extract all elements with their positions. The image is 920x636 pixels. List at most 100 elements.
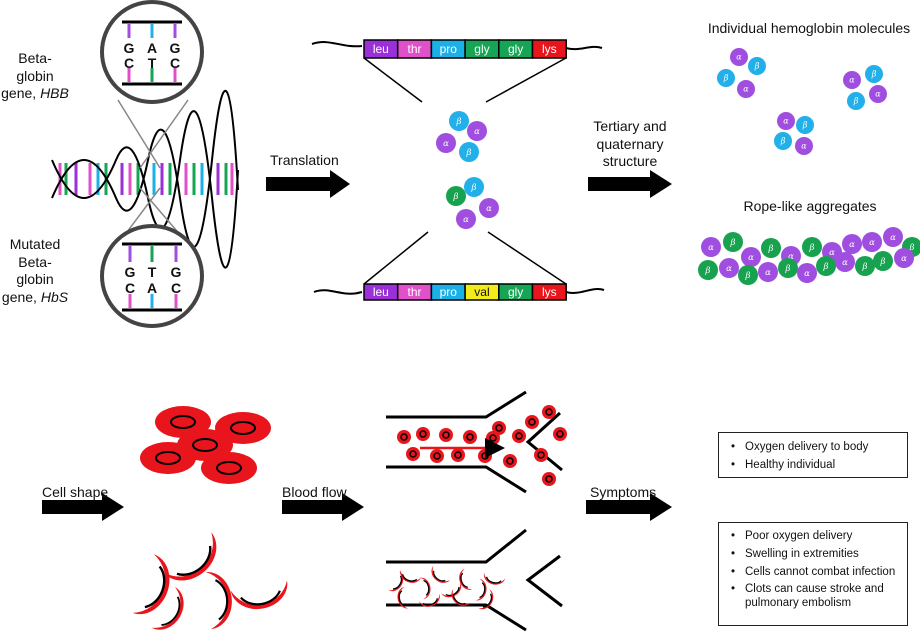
sickle-line [176,545,212,576]
flowing-cell-center [537,451,545,459]
amino-acid-box [531,283,567,301]
amino-acid-label: lys [542,42,557,56]
codon-base: A [147,40,157,56]
sickle-line [144,565,166,609]
subunit-label: α [842,258,848,268]
sickle-line [392,575,402,590]
amino-acid-label: gly [508,42,523,56]
blocked-sickle-cell [400,569,422,583]
subunit-label: α [875,90,881,99]
symptom-item: Healthy individual [731,459,907,473]
flowing-cell [430,449,444,463]
subunit-circle [778,258,798,278]
label-line: Beta-globin [16,253,54,288]
subunit-circle [777,112,795,130]
codon-base: T [148,264,157,280]
subunit-circle [456,209,476,229]
beta-subunit: β [774,132,792,150]
blocked-sickle-cell [459,568,473,590]
vessel-normal [386,390,563,494]
normal-gene-zoom: G A G C T C [100,0,204,104]
flowing-cell [463,430,477,444]
subunit-label: β [471,183,477,193]
subunit-label: α [890,233,896,243]
subunit-label: α [474,127,480,137]
cell-shape-label: Cell shape [42,484,109,500]
rope-aggregates-label: Rope-like aggregates [743,198,877,214]
sickle-line [401,574,418,582]
sickle-body [483,572,506,585]
flowing-cell-center [495,424,503,432]
subunit-circle [446,186,466,206]
gene-name: HbS [40,288,69,305]
label-line: Beta-globin [16,50,54,84]
flowing-cell [439,428,453,442]
subunit-circle [698,260,718,280]
flowing-cell [406,447,420,461]
symptom-item: Cells cannot combat infection [731,566,907,580]
subunit-circle [847,92,865,110]
cell-center [170,415,196,429]
alpha-subunit: α [467,121,487,141]
flowing-cell [397,430,411,444]
sickle-line [445,586,460,596]
beta-subunit: β [796,116,814,134]
subunit-label: α [829,248,835,258]
amino-acid-label: gly [474,42,489,56]
subunit-circle [796,116,814,134]
subunit-circle [701,237,721,257]
blocked-sickle-cell [418,593,440,607]
alpha-subunit: α [883,227,903,247]
subunit-circle [730,48,748,66]
block-arrows [42,170,672,521]
sickle-line [240,590,281,606]
subunit-circle [873,251,893,271]
subunit-label: α [849,240,855,250]
subunit-circle [797,263,817,283]
subunit-circle [843,71,861,89]
label-line: Tertiary and [593,118,667,134]
subunit-label: α [726,264,732,274]
beta-subunit: β [847,92,865,110]
sickle-body [475,578,487,601]
subunit-circle [464,177,484,197]
amino-acid-label: leu [373,42,389,56]
flowing-cell [416,427,430,441]
subunit-circle [723,232,743,252]
mutated-gene-zoom: G T G C A C [100,224,204,328]
sickle-body [151,587,184,630]
alpha-subunit: α [862,232,882,252]
flowing-cell-center [433,452,441,460]
beta-subunit: β [723,232,743,252]
subunit-label: β [768,244,774,254]
symptom-item: Poor oxygen delivery [731,530,907,544]
subunit-label: α [804,269,810,279]
beta-subunit: β [738,265,758,285]
sickle-line [433,570,446,582]
sickle-red-blood-cells [132,532,288,630]
sickle-body [388,571,404,592]
subunit-circle [869,85,887,103]
beta-subunit: β [717,69,735,87]
label-line: gene, HBB [0,85,70,103]
sickle-cell [230,580,288,610]
symptoms-label: Symptoms [590,484,657,500]
sickle-symptoms-list: Poor oxygen deliverySwelling in extremit… [719,530,907,611]
alpha-subunit: α [758,262,778,282]
beta-subunit: β [446,186,466,206]
subunit-label: α [901,254,907,264]
sickle-body [400,569,422,583]
sickle-cell [205,572,232,630]
subunit-label: β [785,264,791,274]
individual-molecules-label: Individual hemoglobin molecules [707,20,911,36]
flowing-cell-center [528,418,536,426]
flowing-cell [512,429,526,443]
subunit-circle [862,232,882,252]
amino-acid-label: val [474,285,489,299]
flowing-cell-center [506,457,514,465]
subunit-circle [835,252,855,272]
subunit-circle [842,234,862,254]
label-word: gene, [1,85,37,101]
